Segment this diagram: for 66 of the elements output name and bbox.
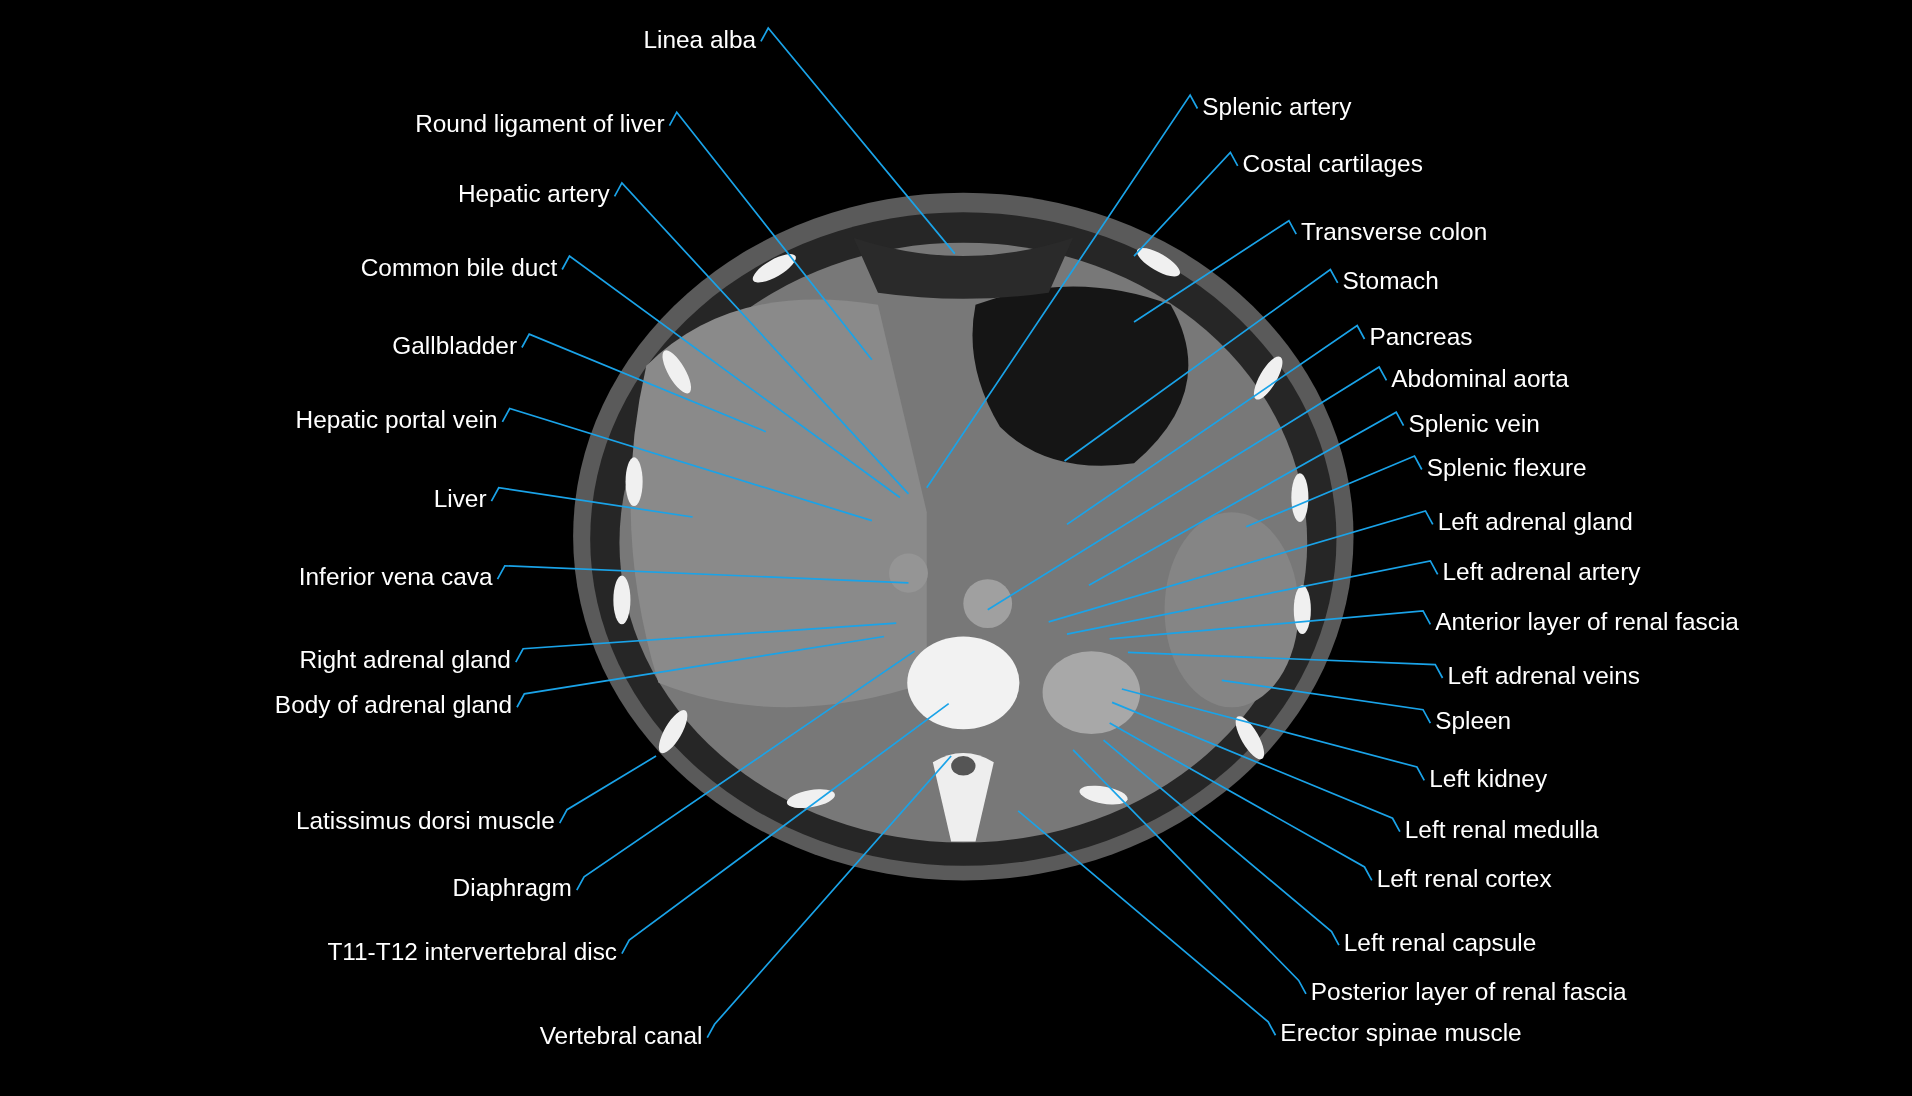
leader-line [575, 650, 916, 891]
anatomy-label: Right adrenal gland [299, 645, 511, 675]
anatomy-label: Splenic artery [1202, 91, 1352, 121]
anatomy-label: Common bile duct [360, 252, 558, 282]
anatomy-label: Pancreas [1369, 321, 1473, 352]
leader-line [496, 564, 910, 584]
anatomy-label: Costal cartilages [1242, 148, 1423, 179]
leader-line [925, 93, 1199, 489]
anatomy-label: Left adrenal artery [1442, 557, 1641, 587]
leader-line [1108, 610, 1432, 640]
leader-line [514, 622, 898, 663]
leader-line [1066, 324, 1366, 526]
leader-line [521, 333, 767, 433]
anatomy-label: Abdominal aorta [1391, 363, 1569, 393]
anatomy-label: Left adrenal gland [1437, 507, 1633, 537]
leader-line [1245, 454, 1423, 528]
anatomy-label: Left renal cortex [1376, 863, 1552, 893]
leader-line [760, 26, 956, 255]
leader-line [668, 110, 873, 361]
anatomy-label: Liver [433, 484, 487, 514]
anatomy-label: Splenic flexure [1426, 452, 1587, 482]
anatomy-label: Body of adrenal gland [274, 690, 513, 720]
leader-line [490, 486, 694, 518]
leader-line [1133, 150, 1239, 257]
leader-line [1063, 268, 1339, 462]
anatomy-label: Left renal medulla [1404, 814, 1599, 844]
leader-line [1108, 722, 1373, 882]
anatomy-label: Vertebral canal [539, 1020, 703, 1050]
anatomy-label: Left kidney [1429, 763, 1548, 793]
leader-line [1066, 559, 1439, 635]
leader-line [1017, 810, 1277, 1037]
leader-line [706, 755, 952, 1039]
leader-line [1072, 749, 1307, 995]
leader-line [1088, 411, 1405, 587]
anatomy-label: Inferior vena cava [298, 562, 493, 592]
leader-line [613, 181, 910, 495]
anatomy-label: Transverse colon [1301, 217, 1488, 247]
leader-line [1133, 219, 1298, 323]
anatomy-label: Splenic vein [1408, 408, 1540, 438]
leader-line [1127, 651, 1444, 679]
anatomy-label: Spleen [1435, 706, 1512, 736]
anatomy-label: Diaphragm [452, 873, 572, 903]
leader-line [1111, 701, 1401, 833]
anatomy-label: Round ligament of liver [415, 108, 665, 138]
anatomy-label: Stomach [1342, 265, 1439, 296]
anatomy-label: Linea alba [643, 24, 757, 54]
anatomy-label: Gallbladder [392, 330, 518, 360]
leader-line [501, 407, 873, 522]
anatomy-label: Posterior layer of renal fascia [1310, 976, 1627, 1006]
leader-line [516, 635, 885, 709]
leader-line [986, 365, 1388, 611]
anatomy-label: Left renal capsule [1343, 927, 1537, 958]
leader-line [1121, 688, 1426, 782]
leader-line [1102, 739, 1340, 946]
anatomy-label: Anterior layer of renal fascia [1435, 607, 1739, 637]
leader-line [1221, 679, 1432, 724]
leader-line [558, 755, 657, 824]
anatomy-label: Left adrenal veins [1447, 660, 1640, 691]
leader-line [1047, 509, 1434, 623]
leader-line [561, 254, 901, 499]
anatomy-label: Hepatic artery [457, 179, 610, 209]
leader-line [621, 702, 950, 955]
anatomy-label: T11-T12 intervertebral disc [327, 936, 617, 966]
anatomy-label: Latissimus dorsi muscle [295, 806, 555, 836]
anatomy-label: Hepatic portal vein [295, 404, 498, 435]
anatomy-label: Erector spinae muscle [1280, 1018, 1522, 1048]
